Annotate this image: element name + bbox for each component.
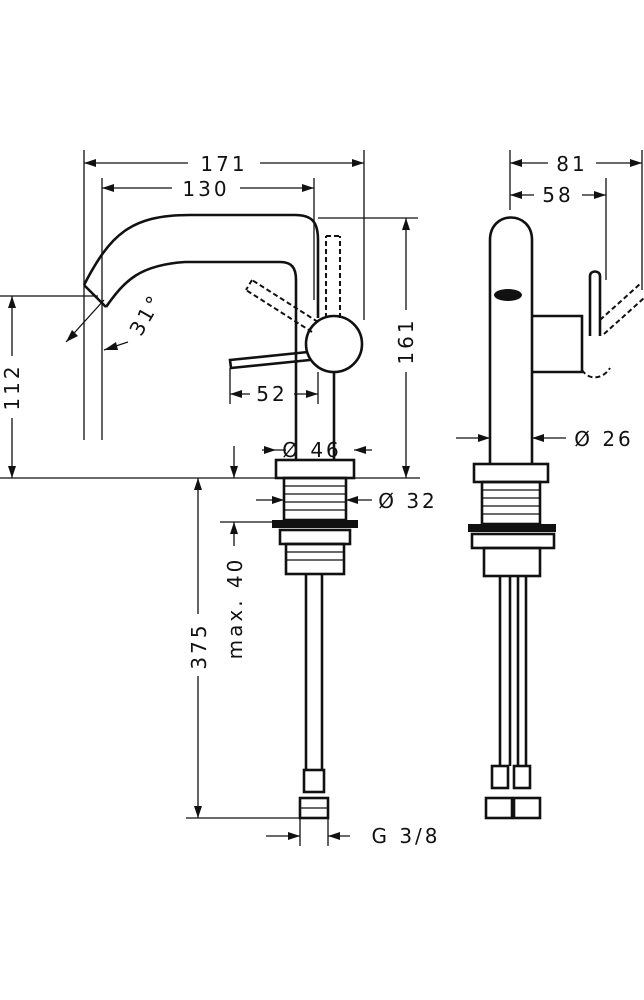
dim-overall-width: 171 bbox=[200, 152, 247, 176]
side-lever-open bbox=[581, 283, 644, 379]
threaded-shank bbox=[282, 476, 348, 522]
dim-spout-angle: 31° bbox=[124, 289, 167, 339]
side-washer bbox=[470, 532, 556, 550]
side-spout-outlet bbox=[494, 289, 522, 301]
mounting-washer bbox=[278, 528, 352, 546]
dim-max-thickness: max. 40 bbox=[223, 557, 247, 660]
dim-connection: G 3/8 bbox=[371, 824, 440, 848]
mounting-nut bbox=[272, 520, 358, 528]
side-dimensions: 81 58 Ø 26 bbox=[456, 150, 643, 451]
dim-side-depth: 81 bbox=[556, 152, 587, 176]
dim-side-lever-depth: 58 bbox=[542, 183, 573, 207]
side-lever bbox=[588, 270, 602, 336]
dim-spout-height: 112 bbox=[0, 363, 24, 410]
lower-shank bbox=[284, 542, 346, 576]
dim-spout-reach: 130 bbox=[182, 177, 229, 201]
spout-outline bbox=[82, 213, 320, 318]
side-base-plate bbox=[472, 462, 550, 484]
dim-body-diameter: Ø 26 bbox=[574, 427, 634, 451]
hose-crimp bbox=[302, 768, 326, 794]
dim-thread-diameter: Ø 32 bbox=[378, 489, 438, 513]
side-handle-hub bbox=[532, 314, 584, 374]
side-threaded-shank bbox=[480, 480, 542, 526]
handle-hub bbox=[304, 314, 364, 374]
dim-hose-length: 375 bbox=[187, 622, 211, 669]
dim-lever-offset: 52 bbox=[256, 382, 287, 406]
base-plate bbox=[274, 458, 356, 480]
side-connector-left bbox=[484, 796, 514, 820]
side-body bbox=[488, 216, 534, 464]
front-dimensions: 171 130 161 112 31° bbox=[0, 150, 440, 848]
handle-lever bbox=[228, 350, 311, 370]
spout-inner-outline bbox=[104, 260, 298, 318]
front-view bbox=[82, 213, 364, 820]
handle-lever-vertical-dashed bbox=[325, 235, 341, 318]
dim-base-diameter: Ø 46 bbox=[282, 438, 342, 462]
side-mounting-nut bbox=[468, 524, 556, 532]
side-connector-right bbox=[512, 796, 542, 820]
handle-lever-open bbox=[245, 279, 319, 333]
dim-total-height: 161 bbox=[394, 317, 418, 364]
side-view bbox=[468, 216, 644, 820]
